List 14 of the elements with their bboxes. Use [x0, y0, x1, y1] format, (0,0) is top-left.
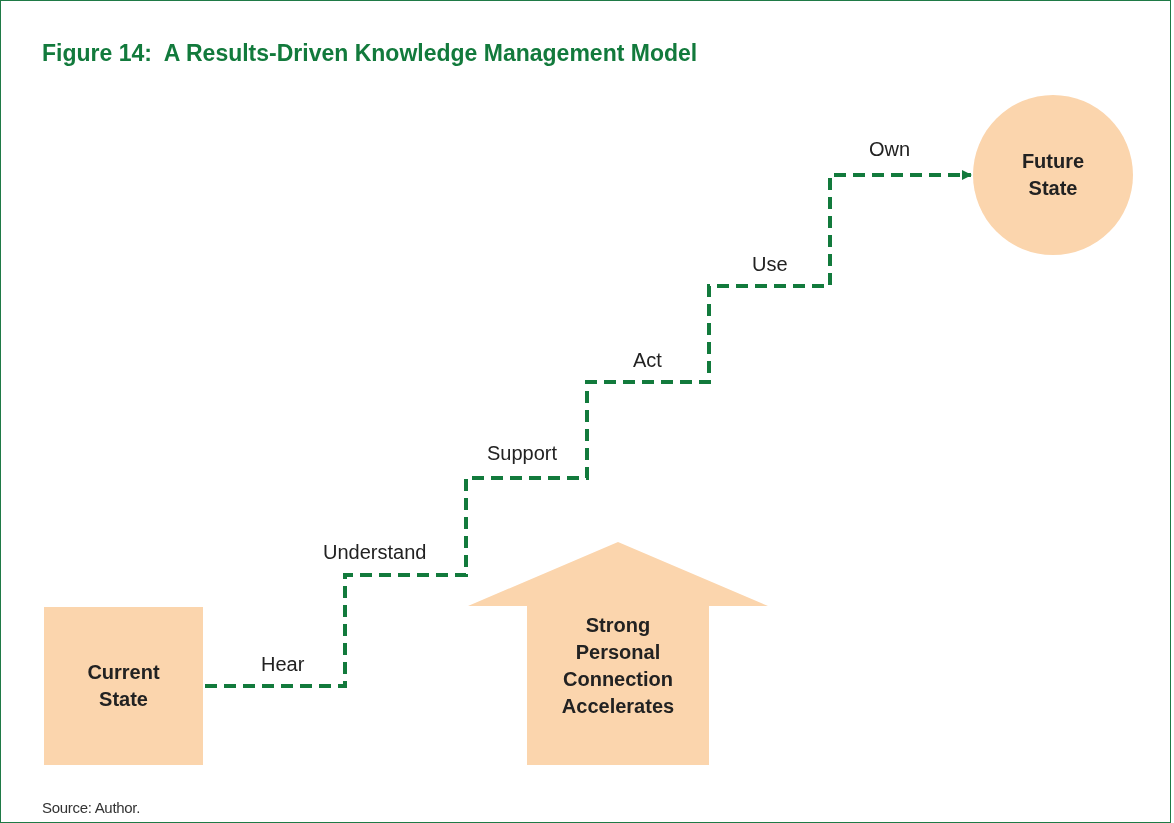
- source-note: Source: Author.: [42, 799, 141, 816]
- step-label: Support: [487, 442, 558, 465]
- step-label: Act: [633, 349, 662, 372]
- current-state-box: [44, 607, 203, 765]
- step-label: Understand: [323, 541, 427, 564]
- node-label: Future State: [1020, 149, 1086, 201]
- step-label: Hear: [261, 653, 305, 676]
- block-arrow: [468, 542, 768, 765]
- staircase-arrow: [205, 170, 972, 688]
- step-label: Own: [869, 138, 911, 161]
- figure-title: Figure 14: A Results-Driven Knowledge Management Model: [42, 40, 698, 67]
- node-label: Strong Personal Connection Accelerates: [560, 613, 676, 719]
- step-label: Use: [752, 253, 788, 276]
- node-label: Current State: [86, 660, 161, 712]
